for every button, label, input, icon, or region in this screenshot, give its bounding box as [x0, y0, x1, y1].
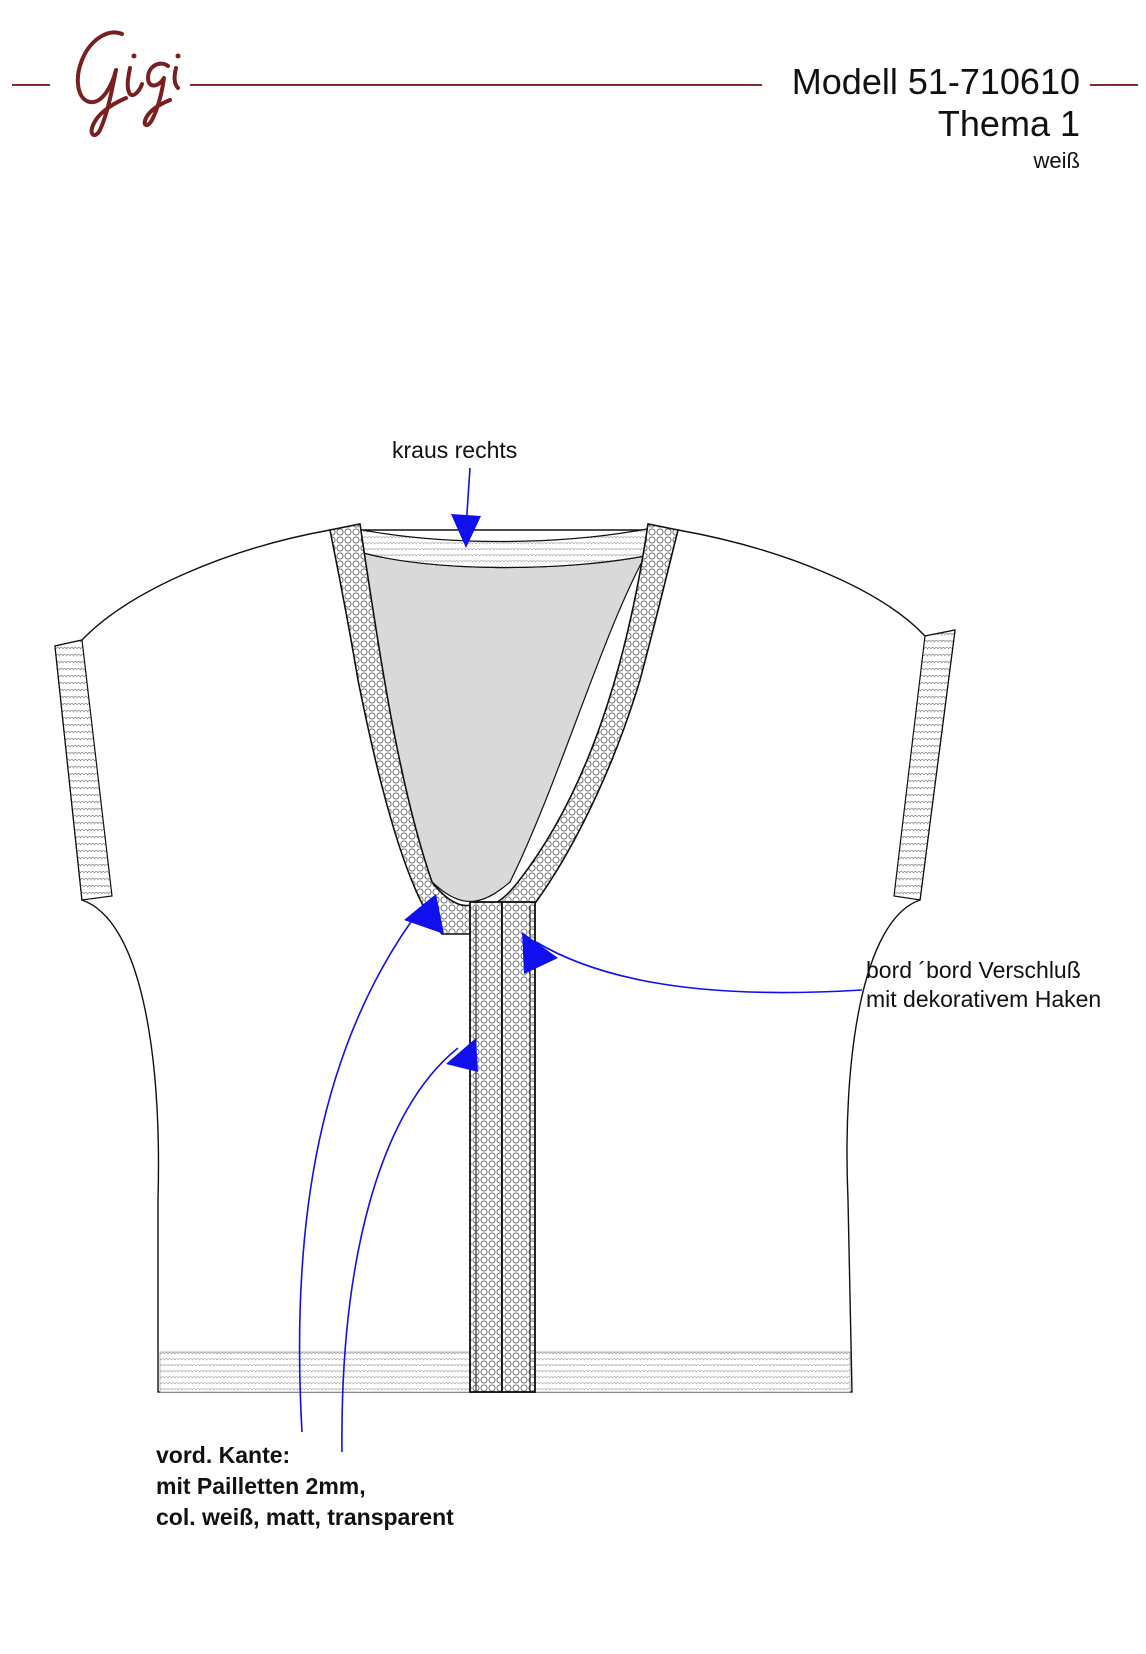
model-number: Modell 51-710610: [791, 61, 1080, 102]
header-rule-left: [12, 84, 50, 86]
brand-logo: [75, 30, 181, 137]
left-placket-band: [469, 901, 503, 1393]
left-front-band: [329, 523, 480, 935]
neck-label: kraus rechts: [392, 437, 518, 463]
header-rule-right: [1090, 84, 1138, 86]
colour-label: weiß: [1033, 148, 1080, 173]
header-rule-middle: [190, 84, 762, 86]
edge-label-line1: vord. Kante:: [156, 1442, 291, 1468]
left-armhole-band: [54, 639, 113, 901]
arrow-heads: [404, 514, 558, 1072]
edge-label-line3: col. weiß, matt, transparent: [156, 1504, 454, 1530]
theme-label: Thema 1: [937, 103, 1080, 144]
closure-label-line1: bord ´bord Verschluß: [866, 957, 1081, 983]
closure-label-line2: mit dekorativem Haken: [866, 986, 1102, 1012]
annotation-arrows: [298, 467, 863, 1453]
right-armhole-band: [893, 629, 956, 901]
edge-label-line2: mit Pailletten 2mm,: [156, 1473, 366, 1499]
